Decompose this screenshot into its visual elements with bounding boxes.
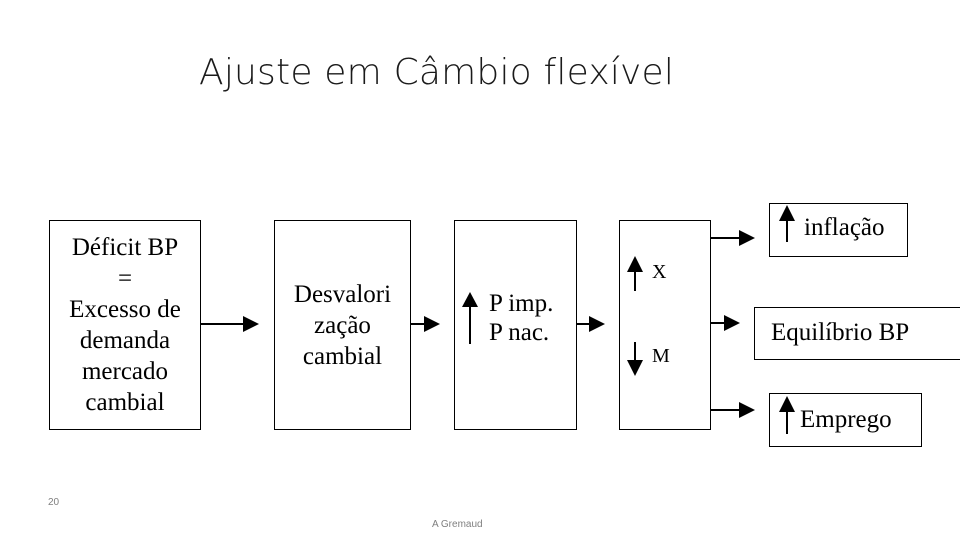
right-arrow-icon <box>711 402 755 418</box>
equilibrio-label: Equilíbrio BP <box>771 319 910 346</box>
slide-title: Ajuste em Câmbio flexível <box>199 52 675 93</box>
equilibrio-bp-box: Equilíbrio BP <box>754 307 960 360</box>
desvalorizacao-line: cambial <box>302 342 383 370</box>
emprego-label: Emprego <box>800 406 892 433</box>
desvalorizacao-box: Desvalori zação cambial <box>274 220 411 430</box>
right-arrow-icon <box>711 230 755 246</box>
up-arrow-icon <box>627 256 643 291</box>
deficit-line: Déficit BP <box>71 234 179 261</box>
precos-box: P imp. P nac. <box>454 220 577 430</box>
inflacao-label: inflação <box>804 214 885 241</box>
deficit-line: = <box>117 265 133 292</box>
deficit-line: demanda <box>79 327 171 354</box>
right-arrow-icon <box>201 316 259 332</box>
x-label: X <box>652 261 667 283</box>
up-arrow-icon <box>779 396 795 434</box>
right-arrow-icon <box>577 316 605 332</box>
x-m-box: X M <box>619 220 711 430</box>
m-label: M <box>652 345 670 367</box>
emprego-box: Emprego <box>769 393 922 447</box>
right-arrow-icon <box>411 316 440 332</box>
desvalorizacao-line: Desvalori <box>293 280 392 308</box>
deficit-line: Excesso de <box>69 296 181 323</box>
down-arrow-icon <box>627 342 643 376</box>
deficit-line: cambial <box>85 389 165 416</box>
footer-author: A Gremaud <box>432 519 483 530</box>
inflacao-box: inflação <box>769 203 908 257</box>
deficit-bp-box: Déficit BP = Excesso de demanda mercado … <box>49 220 201 430</box>
up-arrow-icon <box>462 292 478 344</box>
right-arrow-icon <box>711 315 740 331</box>
precos-line: P nac. <box>489 319 550 346</box>
up-arrow-icon <box>779 205 795 242</box>
precos-line: P imp. <box>489 290 554 317</box>
deficit-line: mercado <box>81 358 169 385</box>
desvalorizacao-line: zação <box>314 311 371 339</box>
slide-number: 20 <box>48 497 60 508</box>
